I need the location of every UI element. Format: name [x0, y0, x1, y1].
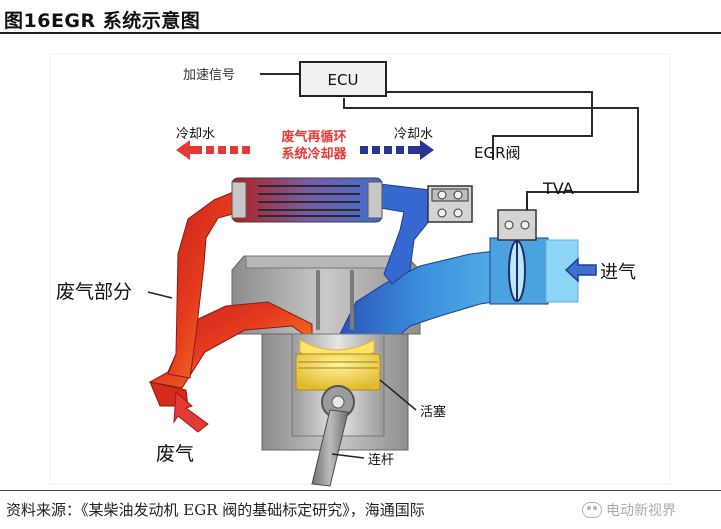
figure-source: 资料来源：《某柴油发动机 EGR 阀的基础标定研究》，海通国际	[6, 501, 425, 519]
accel-signal-label: 加速信号	[183, 68, 235, 83]
exhaust-part-leader	[147, 291, 173, 299]
ecu-label: ECU	[328, 71, 359, 89]
tva-actuator	[497, 209, 537, 241]
cooler-label-line2: 系统冷却器	[281, 146, 347, 162]
egr-valve-ports	[437, 190, 463, 218]
rod-label: 连杆	[368, 452, 394, 468]
piston-leader	[379, 379, 417, 411]
intake-arrow	[564, 257, 597, 283]
tva-ports	[504, 220, 530, 230]
cooler-end-left	[231, 181, 247, 219]
head-cover	[245, 255, 407, 269]
rod-leader	[331, 453, 365, 459]
exhaust-label: 废气	[156, 443, 194, 465]
piston-label: 活塞	[420, 404, 446, 420]
cooler-end-right	[367, 181, 383, 219]
image-frame	[49, 53, 671, 485]
exhaust-out-arrow	[173, 390, 209, 433]
piston-rings	[298, 361, 378, 369]
ecu-box	[299, 61, 387, 97]
exhaust-part-label: 废气部分	[56, 281, 132, 303]
cooler-label-line1: 废气再循环	[281, 129, 346, 145]
intake-label: 进气	[600, 262, 636, 283]
piston-pin-inner	[331, 395, 345, 409]
coolant-left-arrow	[176, 140, 250, 160]
control-wires	[260, 73, 639, 204]
coolant-right-arrow	[360, 140, 434, 160]
piston	[295, 353, 381, 391]
egr-system-diagram: ECU 加速信号 EGR阀 TVA	[49, 53, 671, 487]
coolant-right-label: 冷却水	[394, 127, 433, 142]
connecting-rod	[311, 409, 349, 487]
coolant-left-label: 冷却水	[176, 127, 215, 142]
figure-footer: 资料来源：《某柴油发动机 EGR 阀的基础标定研究》，海通国际 电动新视界	[0, 490, 721, 529]
tva-label: TVA	[542, 179, 574, 198]
cooler-fins	[258, 185, 360, 217]
engine-valves	[316, 270, 354, 330]
figure-title: 图16EGR 系统示意图	[4, 10, 201, 32]
egr-valve-top	[431, 188, 469, 202]
watermark: 电动新视界	[582, 497, 676, 523]
egr-valve-label: EGR阀	[474, 144, 521, 162]
wechat-icon	[582, 502, 602, 518]
watermark-text: 电动新视界	[606, 503, 676, 519]
figure-header: 图16EGR 系统示意图	[0, 0, 721, 34]
